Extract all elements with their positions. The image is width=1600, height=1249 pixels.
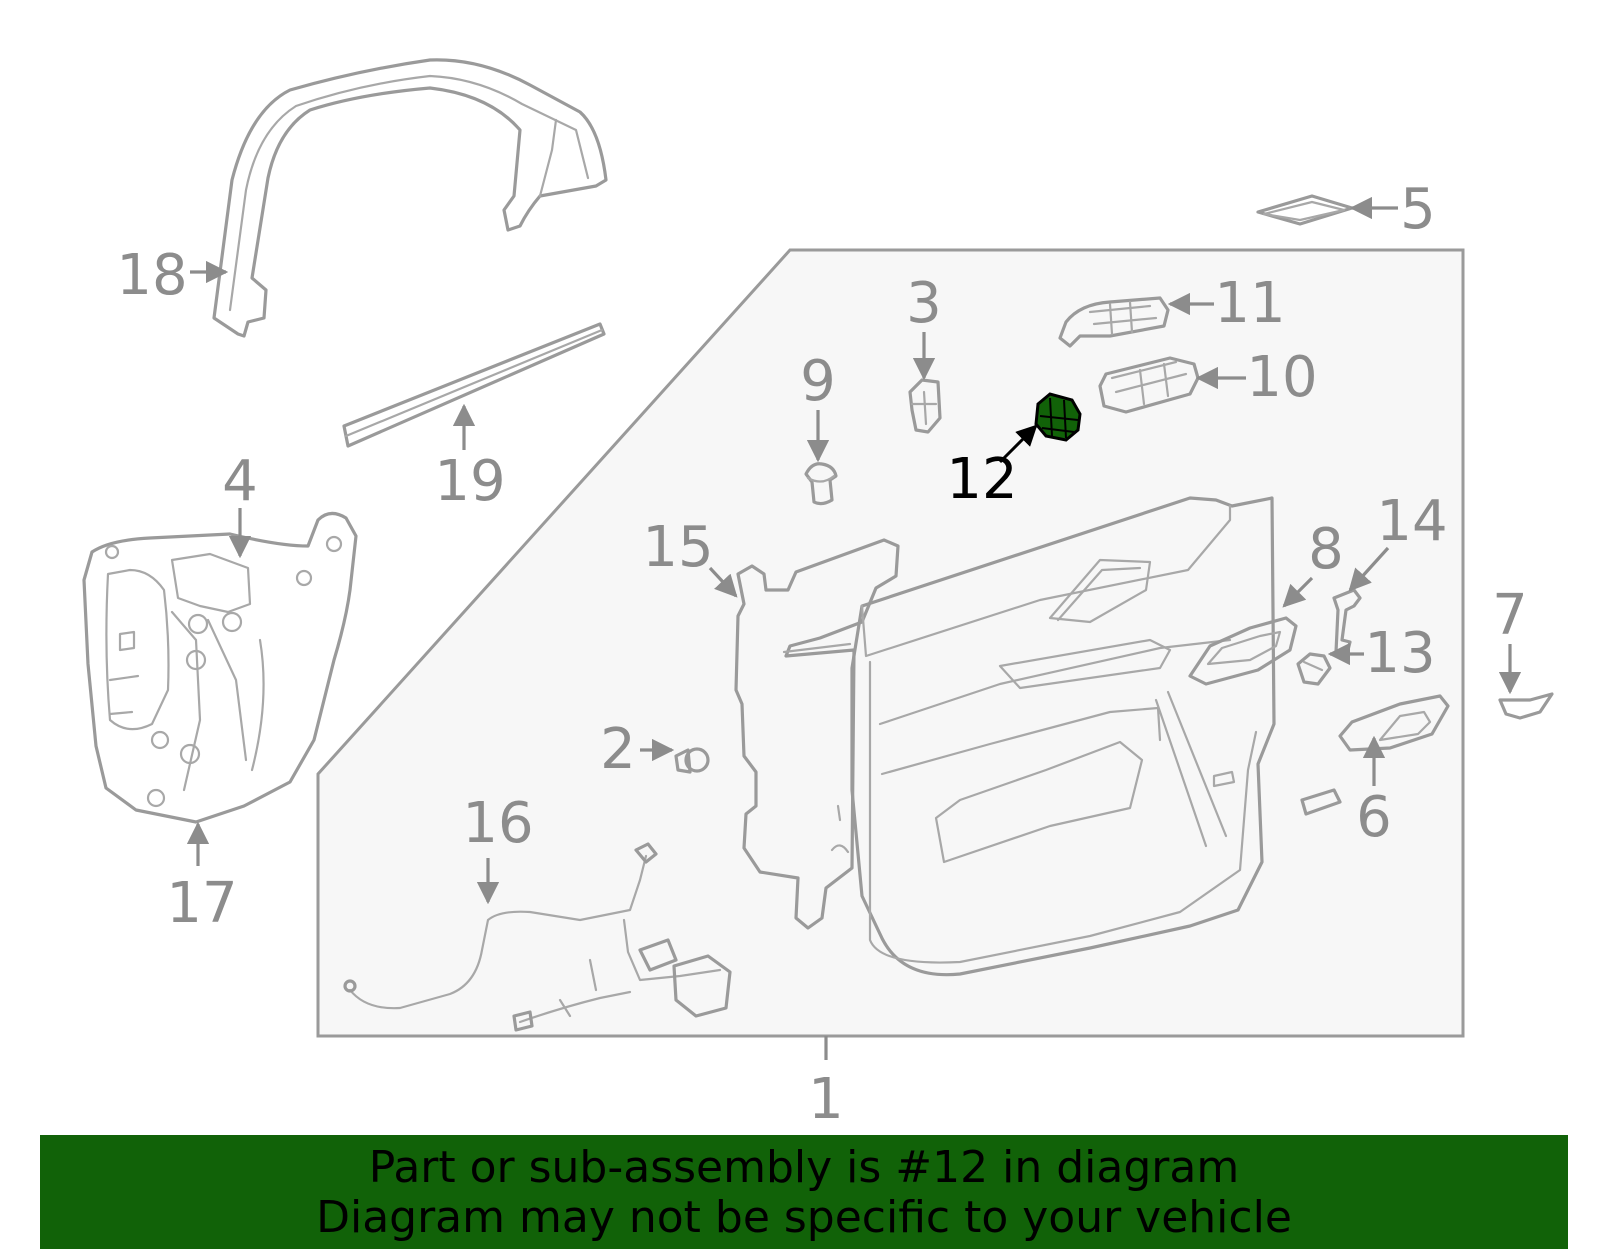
part-18-window-frame-molding (212, 58, 608, 338)
callout-18: 18 (116, 243, 187, 308)
callout-7: 7 (1492, 583, 1528, 648)
callout-15: 15 (642, 515, 713, 580)
part-2-screw (674, 747, 710, 774)
leader-14 (1348, 546, 1390, 592)
part-7-cap (1498, 692, 1554, 720)
callout-4: 4 (222, 449, 258, 514)
callout-2: 2 (600, 717, 636, 782)
part-15-panel-bracket (734, 538, 900, 930)
door-trim-panel (850, 496, 1276, 977)
part-14-harness-clip (1332, 588, 1362, 654)
callout-16: 16 (462, 791, 533, 856)
leader-15 (708, 566, 738, 598)
callout-10: 10 (1246, 345, 1317, 410)
part-3-clip (908, 378, 942, 434)
part-16-wiring-harness (343, 842, 732, 1032)
callout-19: 19 (434, 449, 505, 514)
leader-8 (1282, 576, 1314, 608)
callout-9: 9 (800, 349, 836, 414)
callout-12: 12 (946, 447, 1017, 512)
part-19-belt-weatherstrip (342, 322, 606, 448)
assembly-panel (316, 248, 1465, 1038)
part-8-handle-bezel (1188, 616, 1298, 686)
callout-3: 3 (906, 271, 942, 336)
banner-line-part: Part or sub-assembly is #12 in diagram (368, 1142, 1240, 1193)
callout-8: 8 (1308, 517, 1344, 582)
callout-6: 6 (1356, 785, 1392, 850)
callout-5: 5 (1400, 177, 1436, 242)
banner-line-disclaimer: Diagram may not be specific to your vehi… (316, 1192, 1292, 1243)
part-13-switch (1296, 652, 1332, 686)
callout-11: 11 (1214, 271, 1285, 336)
callout-1: 1 (808, 1067, 844, 1132)
callout-14: 14 (1376, 489, 1447, 554)
leader-12 (998, 424, 1038, 464)
part-5-pad (1256, 194, 1354, 226)
part-11-switch-bezel (1058, 296, 1170, 348)
callout-13: 13 (1364, 621, 1435, 686)
info-banner: Part or sub-assembly is #12 in diagram D… (40, 1135, 1568, 1249)
callout-17: 17 (166, 871, 237, 936)
part-9-push-pin (804, 462, 838, 506)
parts-diagram: 1 2 3 4 5 6 7 8 9 10 11 12 13 14 15 16 1… (82, 58, 1554, 1132)
part-17-module-carrier (82, 511, 358, 824)
part-12-switch-highlighted (1034, 392, 1082, 442)
